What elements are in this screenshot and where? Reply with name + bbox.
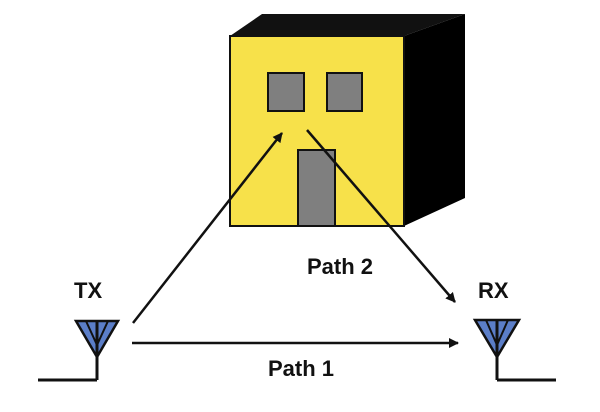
building-window-right xyxy=(326,72,363,112)
building-side xyxy=(404,14,465,226)
building-icon xyxy=(229,14,465,227)
path1-label: Path 1 xyxy=(268,356,334,381)
building-door xyxy=(297,149,336,227)
tx-label: TX xyxy=(74,278,102,303)
rx-label: RX xyxy=(478,278,509,303)
building-roof xyxy=(230,14,465,36)
rx-antenna-icon xyxy=(472,318,556,382)
building-window-left xyxy=(267,72,305,112)
tx-antenna-icon xyxy=(38,319,121,382)
path2-incident-arrow xyxy=(132,132,283,324)
path2-label: Path 2 xyxy=(307,254,373,279)
path2-reflected-arrow xyxy=(306,129,456,303)
